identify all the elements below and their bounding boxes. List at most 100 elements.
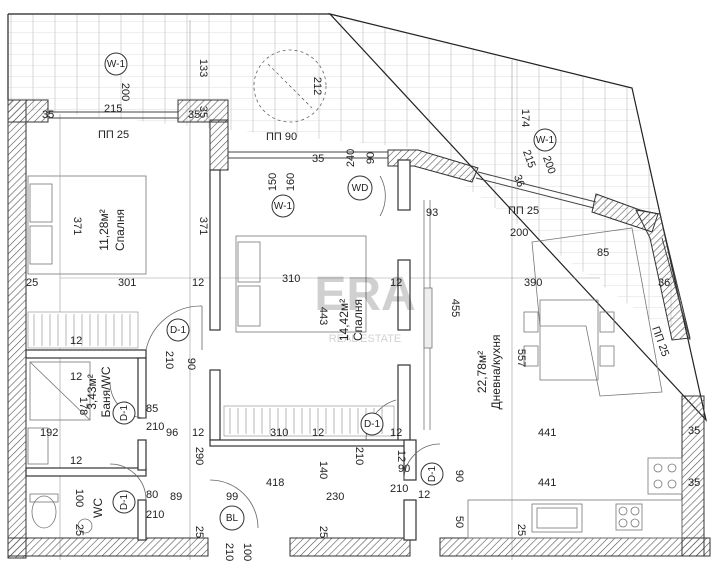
- wc-name: WC: [91, 498, 105, 518]
- dim: 12: [312, 427, 324, 439]
- living-name: Дневна/кухня: [489, 335, 503, 410]
- w1-bedroom2-tag: W-1: [274, 201, 293, 212]
- dim: 12: [395, 450, 407, 462]
- dim: 200: [540, 154, 558, 175]
- kitchen: [467, 457, 683, 539]
- dim: 192: [40, 427, 58, 439]
- windows: [48, 111, 691, 341]
- dim: 455: [449, 299, 461, 317]
- dim: 80: [146, 489, 158, 501]
- bedroom1-area: 11,28м²: [97, 209, 111, 250]
- dim: 36: [511, 173, 526, 189]
- dim: 35: [42, 109, 54, 121]
- exterior-walls: [7, 99, 711, 559]
- living-area: 22,78м²: [475, 351, 489, 393]
- w1-right-tag: W-1: [536, 135, 555, 146]
- terrace-floor: [8, 14, 688, 332]
- sill-pp25-top: ПП 25: [98, 129, 129, 141]
- watermark-brand: ERA: [314, 268, 415, 321]
- dim: 150: [267, 173, 279, 191]
- dim: 25: [193, 526, 205, 538]
- dim: 93: [426, 207, 438, 219]
- dim: 441: [538, 477, 556, 489]
- dim: 85: [597, 247, 609, 259]
- dimension-labels: 215 35 35 35 93 200 85 25 301 12 310 12 …: [26, 103, 700, 521]
- dim: 35: [197, 106, 209, 118]
- dim: 100: [241, 543, 253, 561]
- sill-pp25-mid: ПП 25: [508, 205, 539, 217]
- bedroom2-name: Спалня: [351, 299, 365, 341]
- wd-tag: WD: [352, 183, 369, 194]
- dim: 210: [223, 543, 235, 561]
- dim: 90: [365, 152, 377, 164]
- bedroom1-name: Спалня: [113, 209, 127, 251]
- dim: 35: [188, 109, 200, 121]
- dim: 443: [317, 307, 329, 325]
- dim: 557: [515, 349, 527, 367]
- dim: 35: [688, 477, 700, 489]
- bath-fixtures: [27, 361, 93, 534]
- dim: 12: [192, 427, 204, 439]
- dim: 371: [71, 217, 83, 235]
- watermark-sub: REAL ESTATE: [329, 333, 402, 345]
- dim: 35: [688, 425, 700, 437]
- dim: 200: [510, 227, 528, 239]
- dim: 230: [326, 491, 344, 503]
- dim: 133: [197, 59, 209, 77]
- dim: 290: [193, 447, 205, 465]
- w1-terrace-tag: W-1: [107, 59, 126, 70]
- dim: 25: [26, 277, 38, 289]
- dim: 178: [77, 397, 89, 415]
- dimension-labels-vertical: 133 200 212 35 174 215 36 200 240 90 150…: [71, 59, 558, 561]
- dim: 301: [118, 277, 136, 289]
- dim: 12: [390, 277, 402, 289]
- dim: 100: [73, 489, 85, 507]
- bedroom2-area: 14,42м²: [337, 299, 351, 341]
- bed-2: [235, 235, 367, 333]
- dim: 210: [390, 483, 408, 495]
- dim: 390: [524, 277, 542, 289]
- dim: 99: [226, 491, 238, 503]
- d1-bath-tag: D-1: [119, 405, 130, 422]
- bath1-area: 3,43м²: [85, 374, 99, 410]
- interior-walls: [25, 159, 417, 541]
- dim: 371: [197, 217, 209, 235]
- dim: 12: [70, 335, 82, 347]
- dim: 25: [317, 526, 329, 538]
- dim: 215: [520, 148, 538, 169]
- watermark: ERA REAL ESTATE: [314, 268, 415, 345]
- dim: 12: [70, 455, 82, 467]
- dim: 310: [282, 273, 300, 285]
- dim: 174: [519, 109, 531, 127]
- wardrobes: [27, 311, 395, 437]
- dim: 160: [285, 173, 297, 191]
- dim: 200: [119, 83, 131, 101]
- dim: 89: [170, 491, 182, 503]
- d1-bedroom2-tag: D-1: [364, 419, 381, 430]
- dim: 12: [192, 277, 204, 289]
- d1-bedroom1-tag: D-1: [170, 325, 187, 336]
- bl-tag: BL: [226, 513, 239, 524]
- dim: 96: [166, 427, 178, 439]
- d1-living-tag: D-1: [427, 466, 438, 483]
- dim: 240: [345, 149, 357, 167]
- dim: 85: [146, 403, 158, 415]
- dim: 90: [453, 470, 465, 482]
- dim: 215: [104, 103, 122, 115]
- dim: 36: [658, 277, 670, 289]
- d1-wc-tag: D-1: [119, 494, 130, 511]
- dim: 310: [270, 427, 288, 439]
- dim: 12: [418, 489, 430, 501]
- dim: 50: [453, 516, 465, 528]
- dim: 210: [146, 509, 164, 521]
- dim: 25: [73, 524, 85, 536]
- dim: 12: [70, 371, 82, 383]
- bed-1: [27, 175, 147, 275]
- sill-pp90: ПП 90: [266, 131, 297, 143]
- dim: 25: [515, 524, 527, 536]
- dim: 140: [317, 461, 329, 479]
- dim: 90: [398, 463, 410, 475]
- dim: 90: [185, 358, 197, 370]
- dim: 441: [538, 427, 556, 439]
